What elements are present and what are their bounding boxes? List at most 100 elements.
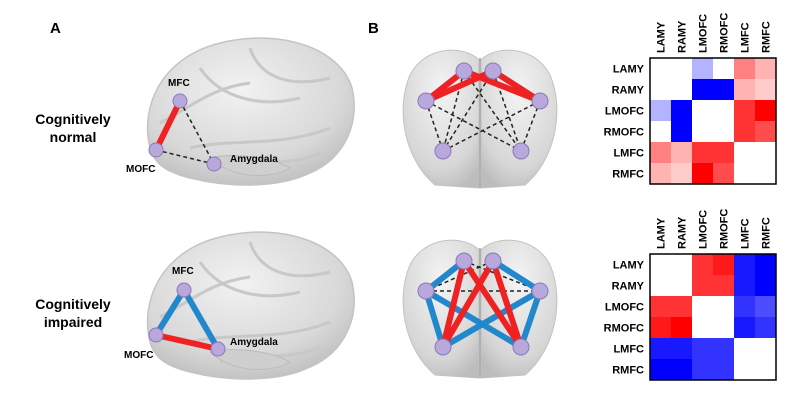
matrix-cell-lmfc-rmofc [713,338,734,359]
edge-mfc-amygdala [179,100,215,165]
temporal-lobe [209,155,291,176]
edge-negative [441,288,542,350]
col-label-rmofc: RMOFC [719,13,731,53]
matrix-border [649,57,777,185]
row-label-rmofc: RMOFC [604,323,644,335]
row-label-lmofc: LMOFC [605,302,644,314]
matrix-cell-rmofc-rmfc [755,121,776,142]
matrix-cell-lmfc-lmofc [692,142,713,163]
node-amygdala [206,156,222,172]
condition-normal-line1: Cognitively [35,111,111,127]
row-label-ramy: RAMY [612,85,645,97]
label-mofc-impaired: MOFC [124,350,154,361]
matrix-cell-rmofc-lmfc [734,121,755,142]
temporal-lobe [209,349,291,370]
node-mfc [176,282,192,298]
matrix-cell-ramy-lamy [650,79,671,100]
matrix-cell-lamy-lmfc [734,58,755,79]
edge-dashed [463,70,522,152]
connectivity-matrix-normal: LAMYLAMYRAMYRAMYLMOFCLMOFCRMOFCRMOFCLMFC… [604,13,777,185]
row-label-rmfc: RMFC [612,365,644,377]
col-label-lamy: LAMY [656,21,668,53]
edge-positive [440,260,467,348]
edge-mfc-amygdala [181,288,221,351]
col-label-lmfc: LMFC [740,22,752,53]
matrix-cell-lamy-ramy [671,254,692,275]
matrix-cell-rmofc-rmofc [713,121,734,142]
row-label-lamy: LAMY [613,260,645,272]
matrix-cell-lmfc-lmfc [734,142,755,163]
frontal-brain-impaired [402,239,558,379]
matrix-cell-rmofc-lmofc [692,121,713,142]
matrix-cell-rmfc-lamy [650,359,671,380]
matrix-cell-rmofc-ramy [671,317,692,338]
label-amygdala-normal: Amygdala [230,154,278,165]
row-label-rmfc: RMFC [612,169,644,181]
node [434,338,452,356]
node [512,338,530,356]
node [484,252,502,270]
row-label-ramy: RAMY [612,281,645,293]
edge-dashed [425,100,522,152]
col-label-ramy: RAMY [677,20,689,53]
matrix-cell-rmofc-lamy [650,317,671,338]
lateral-brain-normal [146,37,355,186]
matrix-cell-lamy-lmofc [692,58,713,79]
edge-mofc-amygdala [155,149,215,165]
matrix-cell-lamy-rmfc [755,58,776,79]
edge-positive [461,259,524,349]
col-label-rmofc: RMOFC [719,209,731,249]
matrix-cell-lamy-ramy [671,58,692,79]
col-label-rmfc: RMFC [761,21,773,53]
matrix-cell-rmofc-lmfc [734,317,755,338]
matrix-cell-rmofc-ramy [671,121,692,142]
row-label-lmfc: LMFC [613,344,644,356]
brain-sulci [159,47,331,170]
matrix-cell-lamy-lmfc [734,254,755,275]
edge-mofc-amygdala [155,332,219,352]
matrix-cell-lamy-rmofc [713,254,734,275]
label-mfc-impaired: MFC [172,266,194,277]
label-mfc-normal: MFC [168,78,190,89]
condition-impaired-line1: Cognitively [35,296,111,312]
col-label-lmfc: LMFC [740,218,752,249]
matrix-cell-lamy-rmofc [713,58,734,79]
matrix-cell-rmfc-ramy [671,163,692,184]
col-label-lmofc: LMOFC [698,210,710,249]
matrix-cell-lmofc-lmfc [734,296,755,317]
matrix-cell-rmfc-lmofc [692,163,713,184]
matrix-cell-lmofc-rmfc [755,296,776,317]
matrix-cell-rmfc-ramy [671,359,692,380]
matrix-cell-lmofc-rmofc [713,296,734,317]
edge-negative [423,290,446,348]
node [484,62,502,80]
condition-normal-line2: normal [49,129,97,145]
matrix-cell-ramy-rmofc [713,79,734,100]
matrix-cell-lmfc-rmfc [755,142,776,163]
condition-impaired-line2: impaired [43,314,103,330]
matrix-cell-lmofc-ramy [671,100,692,121]
node [417,92,435,110]
matrix-cell-lmfc-rmfc [755,338,776,359]
matrix-cell-ramy-ramy [671,79,692,100]
matrix-cell-lmofc-rmofc [713,100,734,121]
matrix-cell-rmofc-lmofc [692,317,713,338]
matrix-cell-lmfc-ramy [671,142,692,163]
matrix-border [649,253,777,381]
matrix-cell-rmofc-lamy [650,121,671,142]
matrix-cell-lmfc-ramy [671,338,692,359]
matrix-cell-rmfc-lmofc [692,359,713,380]
matrix-cell-lmofc-lamy [650,100,671,121]
matrix-cell-ramy-lamy [650,275,671,296]
edge-positive [491,68,542,104]
node [455,252,473,270]
matrix-cell-lamy-rmfc [755,254,776,275]
matrix-cell-lmfc-lmfc [734,338,755,359]
connectivity-matrix-impaired: LAMYLAMYRAMYRAMYLMOFCLMOFCRMOFCRMOFCLMFC… [604,209,777,381]
row-label-lmfc: LMFC [613,148,644,160]
node-mofc [148,142,164,158]
col-label-ramy: RAMY [677,216,689,249]
matrix-cell-lamy-lmofc [692,254,713,275]
matrix-cell-rmfc-rmofc [713,163,734,184]
matrix-cell-rmofc-rmfc [755,317,776,338]
